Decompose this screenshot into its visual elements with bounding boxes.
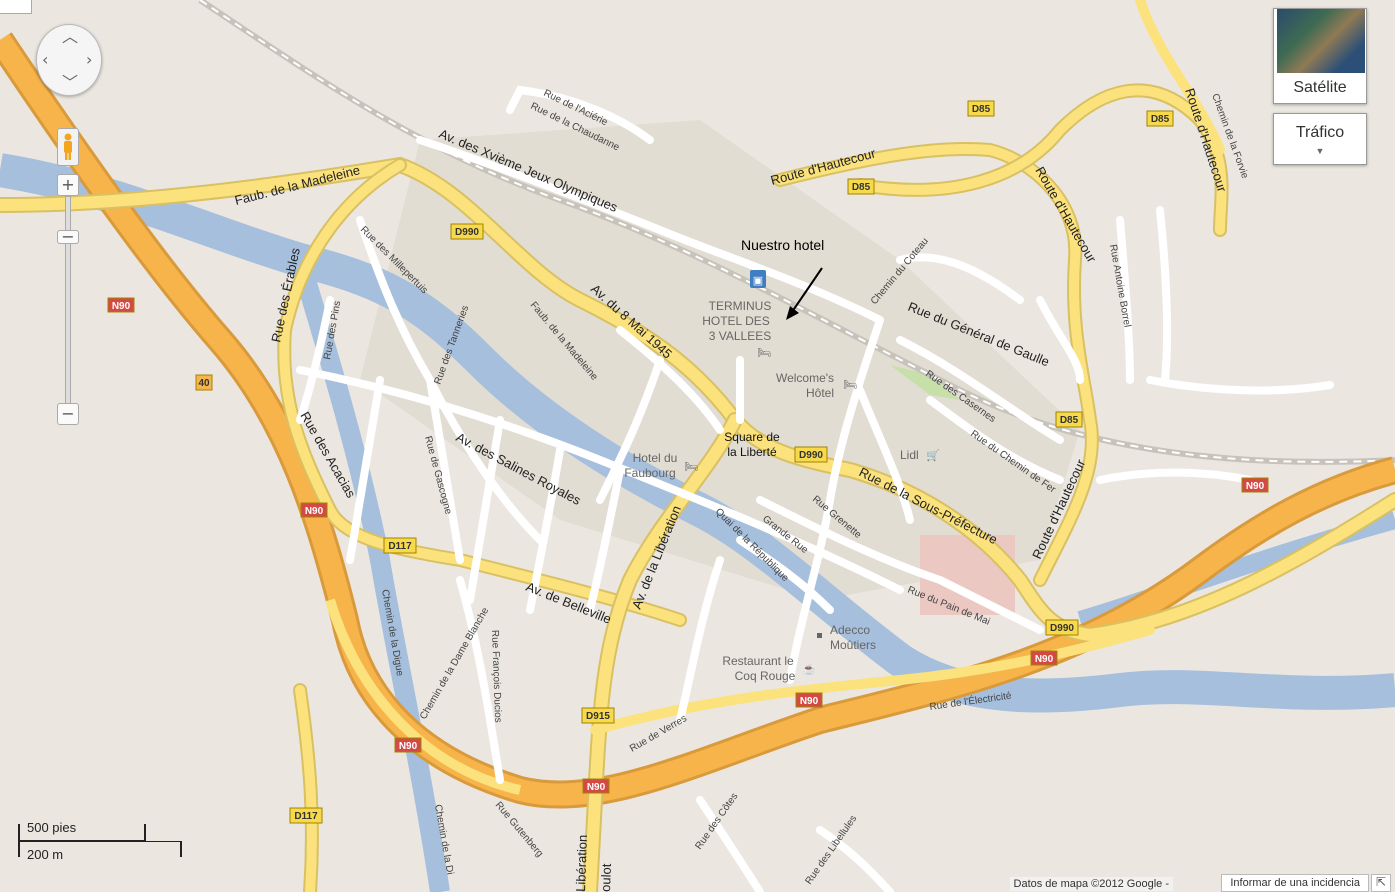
svg-text:D85: D85 — [852, 182, 871, 193]
place-label[interactable]: HOTEL DES — [702, 314, 770, 328]
river-doron — [290, 257, 450, 892]
zoom-out-button[interactable]: − — [57, 403, 79, 425]
caret-down-icon: ▼ — [1315, 146, 1325, 156]
hotel-icon: 🛏 — [843, 379, 857, 391]
svg-text:N90: N90 — [305, 506, 324, 517]
street-label: Rue François Ducios — [489, 630, 503, 723]
scale-imperial: 500 pies — [27, 820, 77, 835]
scale-bar: 500 pies 200 m — [18, 818, 188, 862]
chevron-down-icon[interactable]: ﹀ — [62, 73, 79, 92]
svg-text:D117: D117 — [294, 811, 318, 822]
place-label[interactable]: Adecco — [830, 623, 870, 637]
place-label[interactable]: Square de — [724, 430, 780, 444]
place-label[interactable]: Restaurant le — [722, 654, 794, 668]
train-station-icon[interactable] — [750, 270, 766, 288]
svg-text:N90: N90 — [1246, 481, 1265, 492]
satellite-label: Satélite — [1293, 79, 1347, 96]
place-label[interactable]: Coq Rouge — [735, 669, 796, 683]
svg-text:N90: N90 — [112, 301, 131, 312]
report-issue-link[interactable]: Informar de una incidencia — [1221, 874, 1369, 892]
hotel-annotation: Nuestro hotel — [741, 237, 825, 253]
minor-streets — [296, 85, 1334, 892]
place-label[interactable]: 3 VALLEES — [709, 329, 771, 343]
road-shields: D990 D990 D990 D85 D85 D85 D85 D117 D117… — [107, 100, 1269, 824]
svg-text:N90: N90 — [800, 696, 819, 707]
svg-text:D85: D85 — [972, 104, 991, 115]
hotel-icon: 🛏 — [757, 347, 771, 359]
annotation-arrow — [791, 267, 823, 313]
river-isere — [0, 153, 1395, 713]
corner-box — [0, 0, 32, 14]
place-label[interactable]: Moûtiers — [830, 638, 876, 652]
place-label[interactable]: Faubourg — [624, 466, 675, 480]
cafe-icon: ☕ — [802, 662, 816, 676]
svg-text:D990: D990 — [799, 450, 823, 461]
street-label: Libération — [573, 835, 590, 892]
attribution: Datos de mapa ©2012 Google - — [1009, 877, 1173, 891]
scale-metric: 200 m — [27, 847, 64, 862]
svg-text:40: 40 — [198, 378, 210, 389]
svg-text:D990: D990 — [455, 227, 479, 238]
place-label[interactable]: TERMINUS — [709, 299, 772, 313]
poi-dot-icon — [817, 633, 822, 638]
zoom-in-button[interactable]: + — [57, 174, 79, 196]
place-label[interactable]: Hôtel — [806, 386, 834, 400]
pan-control[interactable]: ︿ ‹ › ﹀ — [36, 24, 102, 96]
hotel-icon: 🛏 — [684, 461, 698, 473]
traffic-button[interactable]: Tráfico ▼ — [1273, 113, 1367, 165]
street-label: oulot — [598, 863, 614, 892]
traffic-label: Tráfico — [1295, 124, 1345, 141]
expand-icon[interactable]: ⇱ — [1371, 874, 1391, 892]
svg-text:D990: D990 — [1050, 623, 1074, 634]
train-glyph-icon: ▣ — [753, 275, 763, 287]
chevron-up-icon[interactable]: ︿ — [62, 27, 79, 46]
chevron-right-icon[interactable]: › — [86, 50, 93, 69]
place-label[interactable]: Lidl — [900, 448, 919, 462]
svg-text:D85: D85 — [1060, 415, 1079, 426]
pegman-icon[interactable] — [57, 128, 79, 166]
place-label[interactable]: Hotel du — [633, 451, 678, 465]
chevron-left-icon[interactable]: ‹ — [42, 50, 49, 69]
satellite-thumbnail — [1277, 9, 1365, 73]
park-area — [890, 365, 960, 400]
svg-text:D85: D85 — [1151, 114, 1170, 125]
svg-text:D915: D915 — [586, 711, 610, 722]
shopping-cart-icon: 🛒 — [926, 449, 940, 462]
place-label[interactable]: la Liberté — [727, 445, 777, 459]
svg-text:N90: N90 — [399, 741, 418, 752]
satellite-button[interactable]: Satélite — [1273, 8, 1367, 104]
svg-text:N90: N90 — [587, 782, 606, 793]
svg-text:D117: D117 — [388, 541, 412, 552]
place-label[interactable]: Welcome's — [776, 371, 834, 385]
zoom-slider-handle[interactable]: − — [57, 229, 79, 245]
svg-text:N90: N90 — [1035, 654, 1054, 665]
annotation-arrowhead — [786, 306, 799, 320]
